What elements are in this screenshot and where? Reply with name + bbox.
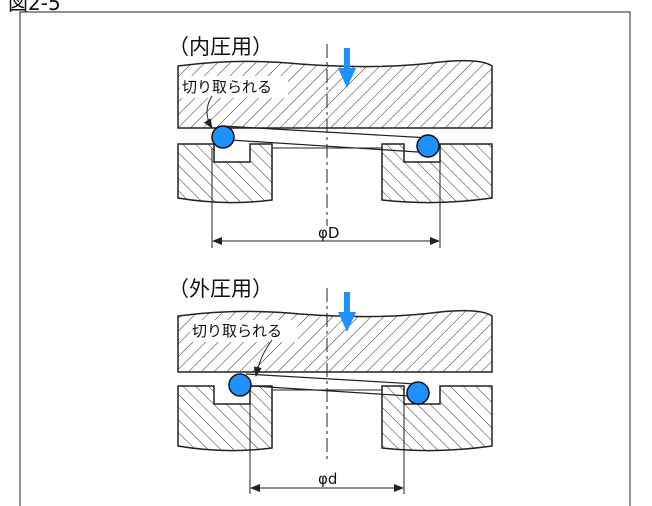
- cut-label-bottom: 切り取られる: [192, 322, 282, 340]
- dimension-label-d: φd: [318, 470, 337, 488]
- dimension-label-D: φD: [318, 224, 339, 242]
- o-ring-cut-line-upper: [221, 125, 431, 139]
- lower-flange-left: [177, 143, 273, 204]
- figure-title: 図2-5: [8, 0, 61, 15]
- o-ring-cut-line-upper-bottom: [245, 373, 417, 385]
- o-ring-left: [211, 125, 235, 149]
- figure-frame: [19, 11, 631, 506]
- o-ring-cut-line-lower-bottom: [251, 385, 411, 397]
- internal-pressure-title: （内圧用）: [168, 35, 273, 59]
- o-ring-right-bottom: [406, 381, 430, 405]
- lower-flange-right-bottom: [381, 385, 493, 452]
- external-pressure-section: （外圧用） 切り取られる φd: [168, 277, 493, 494]
- lower-flange-right: [381, 143, 493, 204]
- cut-leader-bottom: [253, 339, 273, 377]
- cut-label-top: 切り取られる: [182, 78, 272, 96]
- o-ring-left-bottom: [228, 373, 252, 397]
- pressure-arrow-top: [338, 48, 356, 88]
- o-ring-cut-line-lower: [229, 139, 419, 153]
- pressure-arrow-bottom: [338, 292, 356, 332]
- internal-pressure-section: （内圧用） 切り取られる φD: [168, 35, 493, 248]
- o-ring-right: [416, 134, 440, 158]
- lower-flange-left-bottom: [177, 385, 273, 452]
- cut-leader-top: [203, 95, 213, 129]
- external-pressure-title: （外圧用）: [168, 277, 273, 301]
